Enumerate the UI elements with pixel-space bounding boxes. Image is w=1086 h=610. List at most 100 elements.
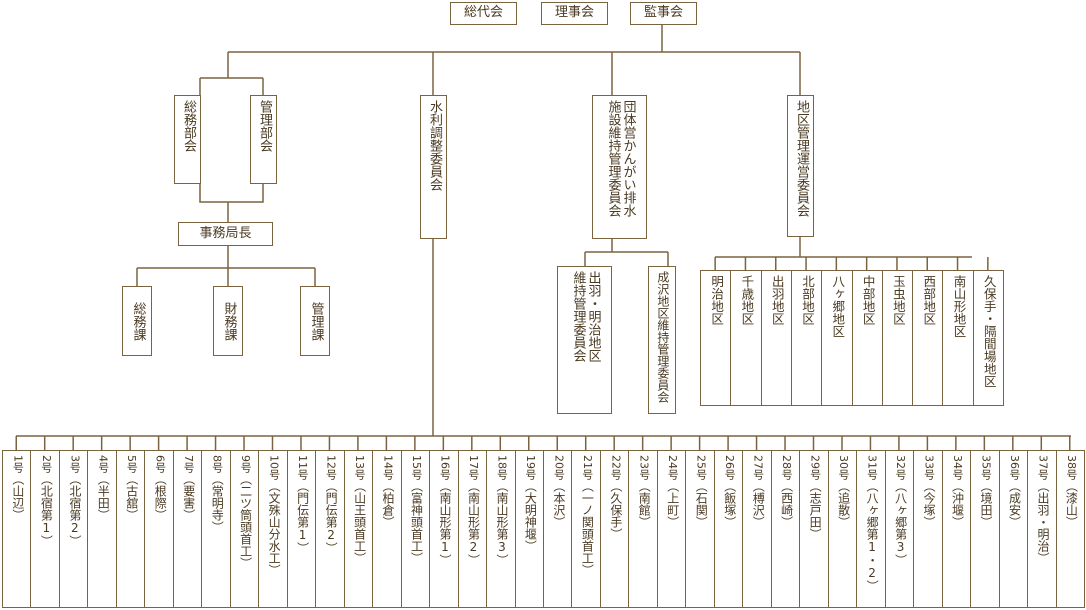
water-district-number: 4号	[96, 455, 110, 473]
group-facility-committee: 団体営かんがい排水 施設維持管理委員会	[592, 95, 647, 239]
water-district-box: 34号（沖堰）	[941, 450, 972, 608]
water-district-box: 35号（境田）	[970, 450, 1001, 608]
district-box: 久保手・隔間場地区	[972, 270, 1005, 406]
water-district-number: 14号	[381, 455, 395, 480]
district-label: 明治地区	[709, 275, 725, 325]
water-district-box: 31号（八ヶ郷第1・2）	[856, 450, 887, 608]
water-district-box: 29号（志戸田）	[799, 450, 830, 608]
water-district-name: （南山形第3）	[494, 480, 509, 566]
general-affairs-section: 総務課	[122, 286, 152, 356]
district-box: 八ヶ郷地区	[821, 270, 853, 406]
water-district-name: （北宿第2）	[67, 473, 82, 547]
water-district-number: 26号	[723, 455, 737, 480]
water-district-name: （南山形第2）	[466, 480, 481, 566]
district-label: 南山形地区	[951, 275, 967, 338]
district-box: 千歳地区	[730, 270, 763, 406]
water-district-number: 7号	[182, 455, 196, 473]
district-box: 北部地区	[790, 270, 823, 406]
district-box: 中部地区	[851, 270, 884, 406]
water-district-box: 32号（八ヶ郷第3）	[884, 450, 915, 608]
general-assembly-box: 総代会	[450, 2, 517, 25]
water-district-box: 38号（漆山）	[1055, 450, 1086, 608]
water-adjustment-committee: 水利調整委員会	[420, 95, 447, 239]
district-box: 出羽地区	[760, 270, 793, 406]
dewa-meiji-facility-committee: 出羽・明治地区 維持管理委員会	[557, 266, 612, 414]
water-district-box: 30号（追散）	[827, 450, 858, 608]
water-district-box: 15号（富神頭首工）	[400, 450, 431, 608]
district-label: 久保手・隔間場地区	[981, 275, 997, 388]
water-district-box: 5号（古舘）	[115, 450, 146, 608]
water-district-name: （成安）	[1007, 480, 1022, 528]
water-district-box: 27号（榑沢）	[742, 450, 773, 608]
water-district-box: 28号（西崎）	[770, 450, 801, 608]
water-district-name: （八ヶ郷第3）	[893, 480, 908, 566]
water-district-box: 9号（二ツ筒頭首工）	[229, 450, 260, 608]
water-district-box: 16号（南山形第1）	[429, 450, 460, 608]
water-district-name: （上町）	[665, 480, 680, 528]
water-district-number: 8号	[210, 455, 224, 473]
water-district-name: （要害）	[181, 473, 196, 521]
water-district-box: 11号（門伝第1）	[286, 450, 317, 608]
water-district-name: （二ツ筒頭首工）	[238, 473, 253, 569]
management-committee: 管理部会	[250, 95, 277, 184]
water-district-number: 19号	[523, 455, 537, 480]
water-district-name: （榑沢）	[751, 480, 766, 528]
district-label: 千歳地区	[739, 275, 755, 325]
water-district-number: 36号	[1007, 455, 1021, 480]
water-district-number: 10号	[267, 455, 281, 480]
water-district-name: （西崎）	[779, 480, 794, 528]
water-district-name: （境田）	[978, 480, 993, 528]
water-district-box: 7号（要害）	[172, 450, 203, 608]
water-district-box: 36号（成安）	[998, 450, 1029, 608]
narusawa-facility-committee: 成沢地区維持管理委員会	[648, 266, 676, 414]
water-district-box: 1号（山辺）	[2, 450, 32, 608]
water-district-number: 21号	[580, 455, 594, 480]
water-district-name: （南山形第1）	[437, 480, 452, 566]
water-district-box: 21号（一ノ関頭首工）	[571, 450, 602, 608]
water-district-number: 27号	[751, 455, 765, 480]
water-district-number: 32号	[893, 455, 907, 480]
water-district-number: 18号	[495, 455, 509, 480]
water-district-name: （追散）	[836, 480, 851, 528]
district-label: 北部地区	[799, 275, 815, 325]
water-district-number: 17号	[466, 455, 480, 480]
water-district-name: （本沢）	[551, 480, 566, 528]
water-district-name: （根際）	[153, 473, 168, 521]
water-district-name: （半田）	[96, 473, 111, 521]
water-district-box: 37号（出羽・明治）	[1027, 450, 1058, 608]
water-district-number: 24号	[666, 455, 680, 480]
water-district-name: （石関）	[694, 480, 709, 528]
water-district-number: 16号	[438, 455, 452, 480]
water-district-number: 15号	[409, 455, 423, 480]
water-district-number: 29号	[808, 455, 822, 480]
district-label: 八ヶ郷地区	[830, 275, 846, 338]
water-district-name: （飯塚）	[722, 480, 737, 528]
water-district-name: （柏倉）	[381, 480, 396, 528]
district-operation-committee: 地区管理運営委員会	[787, 95, 814, 237]
water-district-name: （山辺）	[10, 473, 25, 521]
secretariat-director-box: 事務局長	[178, 222, 273, 246]
district-label: 中部地区	[860, 275, 876, 325]
water-district-box: 14号（柏倉）	[372, 450, 403, 608]
water-district-number: 20号	[552, 455, 566, 480]
water-district-name: （常明寺）	[210, 473, 225, 533]
district-label: 出羽地区	[769, 275, 785, 325]
water-district-box: 22号（久保手）	[599, 450, 630, 608]
water-district-box: 3号（北宿第2）	[58, 450, 89, 608]
water-district-number: 13号	[352, 455, 366, 480]
water-district-number: 12号	[324, 455, 338, 480]
water-district-box: 33号（今塚）	[913, 450, 944, 608]
water-district-name: （古舘）	[124, 473, 139, 521]
water-district-number: 33号	[922, 455, 936, 480]
water-district-number: 23号	[637, 455, 651, 480]
water-district-number: 30号	[837, 455, 851, 480]
water-district-box: 17号（南山形第2）	[457, 450, 488, 608]
water-district-number: 31号	[865, 455, 879, 480]
water-district-name: （一ノ関頭首工）	[580, 480, 595, 576]
water-district-name: （山王頭首工）	[352, 480, 367, 564]
finance-section: 財務課	[213, 286, 243, 356]
water-district-number: 2号	[39, 455, 53, 473]
water-district-box: 23号（南館）	[628, 450, 659, 608]
